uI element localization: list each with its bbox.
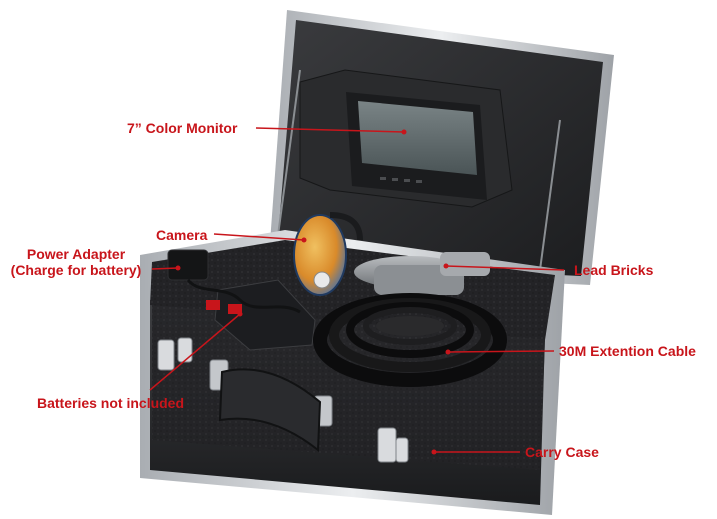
case-latch-left	[157, 337, 193, 371]
label-carry-case: Carry Case	[525, 444, 599, 460]
label-extension-cable: 30M Extention Cable	[559, 343, 696, 359]
pointer-lead-bricks	[445, 265, 565, 271]
power-adapter-box	[167, 249, 209, 281]
label-color-monitor: 7” Color Monitor	[127, 120, 238, 136]
pointer-camera	[213, 233, 305, 241]
pointer-cable	[447, 350, 555, 353]
pointer-monitor	[255, 127, 405, 133]
lid-stay-rod	[274, 69, 301, 259]
pointer-batteries	[149, 313, 241, 391]
label-lead-bricks: Lead Bricks	[574, 262, 654, 278]
pointer-lines	[149, 127, 565, 453]
pointer-dots	[175, 129, 451, 455]
battery-box	[214, 279, 316, 351]
extension-cable-coil	[313, 293, 507, 387]
power-adapter-cord	[186, 278, 301, 314]
lead-bricks	[354, 252, 490, 295]
battery-terminal	[206, 300, 220, 310]
lid-stay-rod	[539, 119, 561, 271]
monitor-buttons	[380, 177, 422, 183]
case-handle	[218, 368, 322, 453]
underwater-camera	[293, 212, 363, 296]
monitor-screen	[358, 101, 477, 175]
label-power-adapter: Power Adapter (Charge for battery)	[2, 246, 150, 278]
pointer-power-adapter	[151, 267, 179, 270]
label-camera: Camera	[156, 227, 208, 243]
battery-terminal	[228, 304, 242, 314]
label-batteries-not-included: Batteries not included	[37, 395, 185, 411]
case-latch-right	[377, 427, 409, 463]
label-power-adapter-line2: (Charge for battery)	[10, 262, 142, 278]
label-power-adapter-line1: Power Adapter	[26, 246, 126, 262]
